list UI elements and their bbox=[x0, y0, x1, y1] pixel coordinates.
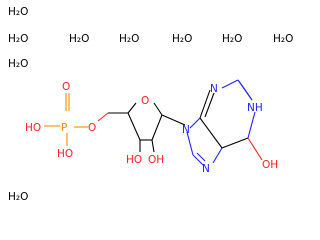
water-label-8: H₂O bbox=[8, 58, 28, 70]
c6-oh-bond bbox=[247, 137, 263, 161]
molecule-drawing: H₂O H₂O H₂O H₂O H₂O H₂O H₂O H₂O H₂O P O … bbox=[8, 6, 293, 203]
water-label-9: H₂O bbox=[8, 191, 28, 203]
n3-c2-bond bbox=[221, 79, 239, 89]
c2-n1-double bbox=[240, 83, 253, 101]
water-label-7: H₂O bbox=[273, 33, 293, 45]
c4-o-ring-bond bbox=[127, 102, 137, 114]
phosphate-oxo: O bbox=[62, 81, 70, 93]
c8-n7-double bbox=[196, 152, 206, 162]
water-label-2: H₂O bbox=[8, 33, 28, 45]
structure-canvas: H₂O H₂O H₂O H₂O H₂O H₂O H₂O H₂O H₂O P O … bbox=[8, 6, 293, 203]
c6-c5-bond bbox=[221, 137, 249, 149]
ribose-3-hydroxyl: HO bbox=[126, 154, 142, 166]
c8-n7-bond bbox=[192, 154, 204, 166]
base-n1h: NH bbox=[247, 102, 263, 114]
ribose-2-hydroxyl: OH bbox=[148, 154, 164, 166]
water-label-5: H₂O bbox=[172, 33, 192, 45]
water-label-4: H₂O bbox=[119, 33, 139, 45]
phosphate-oh-bottom: HO bbox=[57, 148, 73, 160]
water-label-6: H₂O bbox=[222, 33, 242, 45]
o-c5-bond bbox=[97, 112, 109, 122]
c2-oh-bond bbox=[151, 139, 155, 153]
c1-c2-bond bbox=[151, 114, 163, 141]
n1-c6-bond bbox=[247, 111, 256, 139]
base-n3: N bbox=[210, 83, 218, 95]
c1-n9-bond bbox=[161, 114, 186, 126]
ribose-ring-oxygen: O bbox=[141, 95, 149, 107]
c4-c3-bond bbox=[127, 112, 141, 141]
n9-c8-bond bbox=[186, 131, 194, 156]
n9-c4-bond bbox=[189, 117, 201, 129]
base-n9: N bbox=[182, 124, 190, 136]
phosphate-oh-left: HO bbox=[25, 122, 41, 134]
o-ring-c1-bond bbox=[153, 102, 163, 116]
n7-c5-bond bbox=[212, 147, 223, 164]
phosphate-link-oxygen: O bbox=[88, 122, 96, 134]
water-label-3: H₂O bbox=[69, 33, 89, 45]
base-n7: N bbox=[202, 163, 210, 175]
water-label-1: H₂O bbox=[8, 6, 28, 18]
c4-n3-double bbox=[204, 92, 215, 118]
c4-n3-bond bbox=[199, 89, 211, 119]
base-hydroxyl: OH bbox=[262, 159, 278, 171]
c4-c5-bond bbox=[199, 117, 223, 149]
phosphorus-atom: P bbox=[61, 122, 67, 134]
